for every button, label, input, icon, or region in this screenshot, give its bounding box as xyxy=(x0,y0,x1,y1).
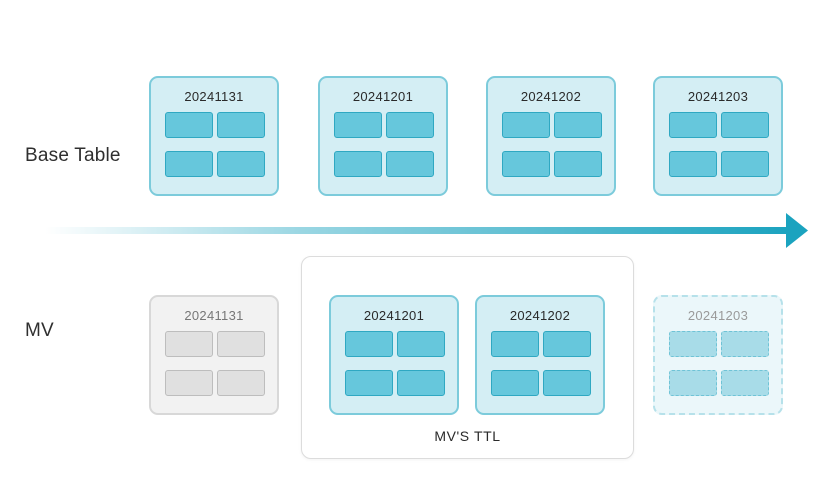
base-table-label: Base Table xyxy=(25,145,121,166)
data-block xyxy=(543,370,591,396)
data-block xyxy=(669,370,717,396)
data-block xyxy=(669,112,717,138)
data-block xyxy=(386,112,434,138)
partition-date: 20241202 xyxy=(520,89,582,104)
data-block xyxy=(554,151,602,177)
data-block xyxy=(669,331,717,357)
data-block xyxy=(721,112,769,138)
data-block xyxy=(217,112,265,138)
data-block xyxy=(721,151,769,177)
data-block xyxy=(334,112,382,138)
data-block xyxy=(669,151,717,177)
data-block xyxy=(345,331,393,357)
base-partition: 20241201 xyxy=(318,76,448,196)
data-block xyxy=(397,370,445,396)
partition-date: 20241201 xyxy=(352,89,414,104)
data-block xyxy=(491,331,539,357)
data-block xyxy=(502,151,550,177)
mv-partition: 20241202 xyxy=(475,295,605,415)
mv-partition: 20241201 xyxy=(329,295,459,415)
data-block xyxy=(491,370,539,396)
arrow-head xyxy=(786,213,808,248)
partition-date: 20241203 xyxy=(687,89,749,104)
data-block xyxy=(721,370,769,396)
partition-date: 20241131 xyxy=(184,308,244,323)
ttl-label: MV'S TTL xyxy=(434,428,501,444)
partition-date: 20241203 xyxy=(687,308,749,323)
data-block xyxy=(217,370,265,396)
base-partition: 20241131 xyxy=(149,76,279,196)
partition-date: 20241202 xyxy=(509,308,571,323)
base-partition: 20241203 xyxy=(653,76,783,196)
data-block xyxy=(334,151,382,177)
data-block xyxy=(165,151,213,177)
data-block xyxy=(165,112,213,138)
mv-label: MV xyxy=(25,320,54,341)
partition-date: 20241201 xyxy=(363,308,425,323)
data-block xyxy=(721,331,769,357)
mv-partition-expired: 20241131 xyxy=(149,295,279,415)
data-block xyxy=(543,331,591,357)
data-block xyxy=(386,151,434,177)
data-block xyxy=(345,370,393,396)
data-block xyxy=(397,331,445,357)
mv-partition-pending: 20241203 xyxy=(653,295,783,415)
data-block xyxy=(554,112,602,138)
data-block xyxy=(165,370,213,396)
partition-date: 20241131 xyxy=(184,89,244,104)
data-block xyxy=(502,112,550,138)
data-block xyxy=(217,151,265,177)
base-partition: 20241202 xyxy=(486,76,616,196)
data-block xyxy=(165,331,213,357)
data-block xyxy=(217,331,265,357)
